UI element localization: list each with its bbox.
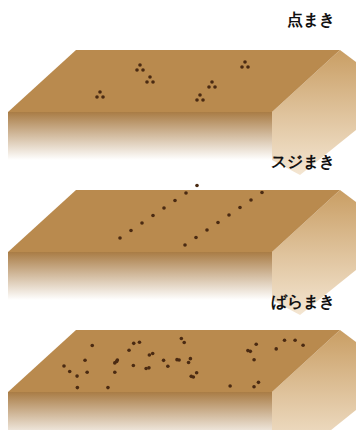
seed-dot <box>141 68 145 72</box>
seed-dot <box>62 364 66 368</box>
seed-dot <box>189 375 193 379</box>
seed-dot <box>216 221 220 225</box>
seed-dot <box>252 358 256 362</box>
seed-dot <box>195 371 199 375</box>
seed-dot <box>283 338 287 342</box>
seed-dot <box>151 352 155 356</box>
seed-dot <box>145 80 149 84</box>
seed-dot <box>162 206 166 210</box>
seed-dot <box>240 65 244 69</box>
sowing-method-label: スジまき <box>271 152 335 171</box>
seed-dot <box>118 236 122 240</box>
seed-dot <box>85 370 89 374</box>
seed-dot <box>254 342 258 346</box>
seed-dot <box>243 60 247 64</box>
seed-dot <box>249 198 253 202</box>
seed-dot <box>129 229 133 233</box>
seed-dot <box>184 191 188 195</box>
seed-dot <box>138 63 142 67</box>
seed-dot <box>180 337 184 341</box>
seed-dot <box>207 85 211 89</box>
seed-dot <box>95 95 99 99</box>
seed-dot <box>198 93 202 97</box>
seed-dot <box>238 206 242 210</box>
seed-dot <box>151 214 155 218</box>
seed-dot <box>76 386 80 390</box>
seed-dot <box>135 68 139 72</box>
seed-dot <box>98 90 102 94</box>
seed-dot <box>166 364 170 368</box>
seed-dot <box>246 65 250 69</box>
seed-dot <box>90 344 94 348</box>
seed-dot <box>205 228 209 232</box>
bed-broadcast-sowing <box>8 330 356 430</box>
seed-dot <box>228 384 232 388</box>
seed-dot <box>201 98 205 102</box>
seed-dots <box>62 60 305 389</box>
seed-dot <box>173 199 177 203</box>
seed-dot <box>138 340 142 344</box>
bed-row-sowing <box>8 190 356 315</box>
seed-dot <box>301 343 305 347</box>
seed-dot <box>68 370 72 374</box>
seed-dot <box>83 359 87 363</box>
seed-dot <box>195 98 199 102</box>
seed-dot <box>148 75 152 79</box>
seed-dot <box>106 386 110 390</box>
seed-dot <box>210 80 214 84</box>
seed-dot <box>144 367 148 371</box>
seed-dot <box>227 213 231 217</box>
seed-dot <box>293 339 297 343</box>
sowing-method-label: 点まき <box>287 10 335 29</box>
seed-dot <box>148 353 152 357</box>
seed-dot <box>183 243 187 247</box>
seed-dot <box>195 184 199 188</box>
seed-dot <box>132 342 136 346</box>
seed-dot <box>101 95 105 99</box>
seed-dot <box>260 191 264 195</box>
seed-dot <box>252 385 256 389</box>
seed-dot <box>127 348 131 352</box>
seed-dot <box>274 347 278 351</box>
seed-dot <box>132 364 136 368</box>
seed-dot <box>75 374 79 378</box>
seed-dot <box>115 360 119 364</box>
seed-dot <box>257 381 261 385</box>
seed-dot <box>140 221 144 225</box>
seed-dot <box>182 341 186 345</box>
seed-dot <box>194 236 198 240</box>
seed-dot <box>151 80 155 84</box>
seed-dot <box>187 361 191 365</box>
seed-dot <box>246 349 250 353</box>
sowing-method-label: ばらまき <box>271 292 335 311</box>
seed-dot <box>189 357 193 361</box>
seed-dot <box>162 359 166 363</box>
seed-dot <box>175 358 179 362</box>
seed-dot <box>113 370 117 374</box>
seed-dot <box>213 85 217 89</box>
bed-point-sowing <box>8 50 356 175</box>
